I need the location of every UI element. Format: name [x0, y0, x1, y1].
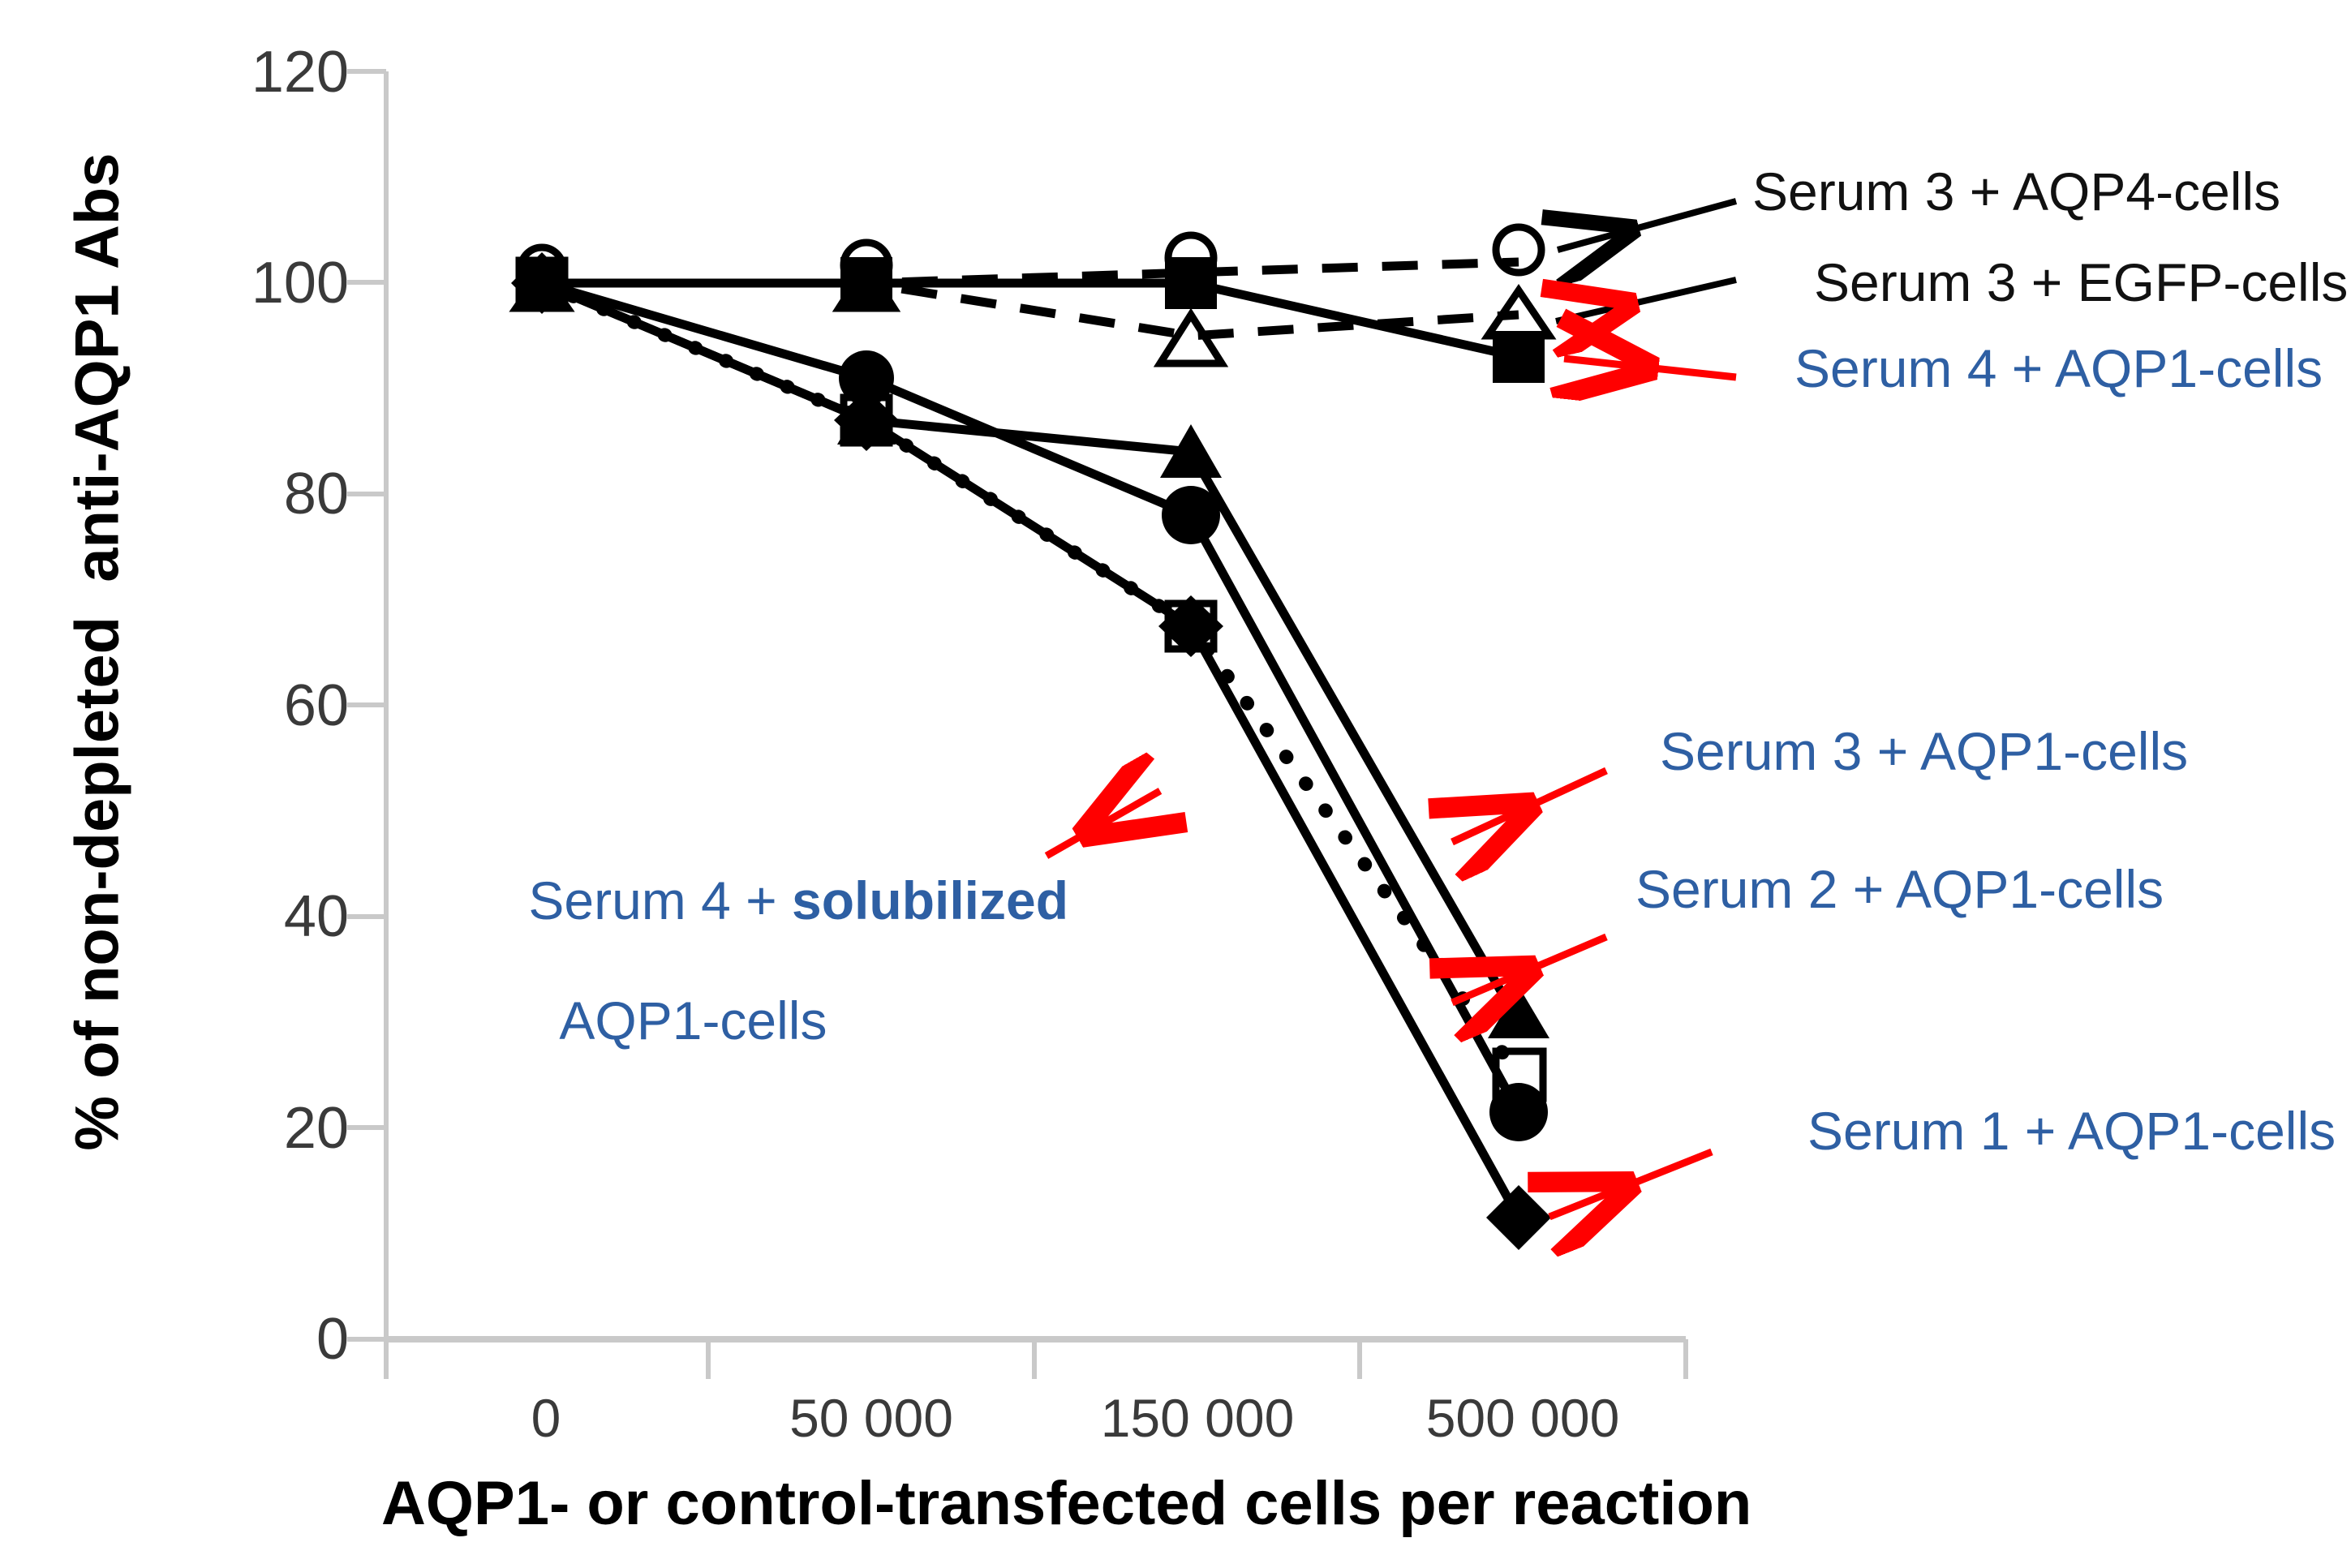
annotation-serum1-aqp1: Serum 1 + AQP1-cells — [1807, 1101, 2336, 1161]
y-tick-label-20: 20 — [283, 1096, 349, 1161]
marker-filled-square — [1493, 331, 1545, 383]
marker-filled-diamond — [834, 389, 899, 451]
marker-open-triangle — [1481, 283, 1557, 340]
markers — [509, 223, 1557, 1250]
y-tick-label-80: 80 — [283, 462, 349, 526]
series-line-serum3-aqp4 — [542, 257, 1519, 288]
arrow-serum3-aqp1 — [1452, 767, 1608, 842]
annotation-serum3-aqp1: Serum 3 + AQP1-cells — [1660, 721, 2189, 781]
annotation-serum3-aqp4: Serum 3 + AQP4-cells — [1752, 161, 2281, 221]
series-line-serum2-aqp1 — [540, 278, 1523, 1115]
series-line-serum4-aqp1 — [542, 278, 1520, 362]
axis-lines — [347, 69, 1688, 1379]
arrow-serum3-egfp — [1556, 277, 1737, 321]
annotation-serum4-solubilized-bold: solubilized — [792, 870, 1069, 930]
y-tick-label-0: 0 — [316, 1307, 349, 1372]
arrow-serum4-aqp1 — [1564, 359, 1737, 377]
marker-open-square — [515, 256, 569, 310]
marker-filled-square — [1165, 257, 1217, 309]
marker-filled-diamond — [1486, 1185, 1551, 1250]
x-tick-label-50000: 50 000 — [789, 1388, 953, 1448]
y-tick-label-60: 60 — [283, 673, 349, 738]
x-tick-label-500000: 500 000 — [1425, 1388, 1620, 1448]
x-tick-label-0: 0 — [531, 1388, 561, 1448]
marker-filled-triangle — [1160, 424, 1222, 478]
marker-filled-diamond — [1158, 595, 1223, 657]
marker-filled-circle — [839, 350, 894, 406]
marker-filled-circle — [1489, 1083, 1548, 1141]
y-tick-label-40: 40 — [283, 884, 349, 949]
annotation-serum4-aqp1: Serum 4 + AQP1-cells — [1794, 338, 2323, 398]
marker-filled-triangle — [1488, 986, 1549, 1038]
series-line-serum3-egfp — [542, 278, 1519, 341]
annotation-serum4-solubilized-line2: AQP1-cells — [559, 990, 827, 1050]
marker-open-triangle — [1153, 307, 1229, 367]
annotation-serum3-egfp: Serum 3 + EGFP-cells — [1814, 252, 2349, 312]
marker-filled-square — [840, 257, 892, 309]
arrow-serum1-aqp1 — [1549, 1148, 1713, 1217]
marker-open-square — [840, 393, 893, 447]
annotation-serum2-aqp1: Serum 2 + AQP1-cells — [1635, 859, 2164, 919]
y-tick-label-120: 120 — [251, 40, 349, 105]
annotation-serum4-solubilized: Serum 4 + solubilized AQP1-cells — [469, 811, 1068, 1111]
marker-filled-circle — [1162, 486, 1220, 544]
y-tick-label-100: 100 — [251, 251, 349, 316]
x-tick-label-150000: 150 000 — [1100, 1388, 1295, 1448]
annotation-arrows — [1044, 198, 1738, 1217]
arrow-serum2-aqp1 — [1452, 933, 1608, 1003]
marker-open-square — [1164, 599, 1218, 653]
arrow-serum3-aqp4 — [1558, 198, 1738, 250]
arrow-serum4-solubilized — [1044, 791, 1160, 859]
annotation-serum4-solubilized-prefix: Serum 4 + — [528, 870, 793, 930]
series-line-serum1-aqp1 — [539, 278, 1523, 1220]
